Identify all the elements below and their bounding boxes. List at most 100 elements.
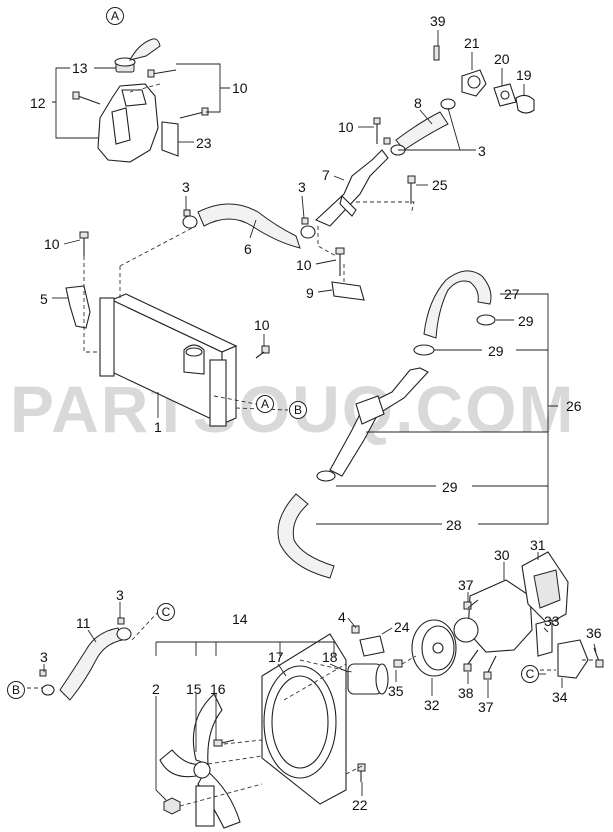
svg-text:A: A <box>261 397 269 411</box>
clamps-3-lower <box>39 617 132 696</box>
pipe-7 <box>315 149 389 227</box>
callout-34: 34 <box>552 689 568 705</box>
callout-7: 7 <box>322 167 330 183</box>
callout-26: 26 <box>566 398 582 414</box>
connector-B-mid: B <box>289 401 307 419</box>
callout-12: 12 <box>30 95 46 111</box>
hose-8 <box>395 111 449 151</box>
callout-17: 17 <box>268 649 284 665</box>
callout-22: 22 <box>352 797 368 813</box>
callout-37: 37 <box>478 699 494 715</box>
tank-bolts <box>72 69 209 119</box>
leader-lines <box>43 30 597 801</box>
callout-24: 24 <box>394 619 410 635</box>
callout-10: 10 <box>338 119 354 135</box>
callout-18: 18 <box>322 649 338 665</box>
svg-text:B: B <box>294 403 302 417</box>
callout-6: 6 <box>244 241 252 257</box>
callout-10: 10 <box>232 80 248 96</box>
fan-blade <box>159 693 241 829</box>
callout-11: 11 <box>76 615 91 631</box>
callout-19: 19 <box>516 67 532 83</box>
callout-16: 16 <box>210 681 226 697</box>
tank-bracket <box>161 121 179 157</box>
callout-10: 10 <box>44 236 60 252</box>
connector-C-left: C <box>157 603 175 621</box>
bolt-35 <box>393 659 403 668</box>
callout-14: 14 <box>232 611 248 627</box>
housing-34 <box>535 619 589 679</box>
connector-A-mid: A <box>256 395 274 413</box>
svg-text:B: B <box>12 683 20 697</box>
nut-2 <box>163 797 181 815</box>
pipe-26-assembly <box>329 367 429 477</box>
connector-C-right: C <box>521 665 539 683</box>
connector-B-bottom: B <box>7 681 25 699</box>
callout-4: 4 <box>338 609 346 625</box>
callout-23: 23 <box>196 135 212 151</box>
callout-35: 35 <box>388 683 404 699</box>
callout-31: 31 <box>530 537 546 553</box>
callout-3: 3 <box>298 179 306 195</box>
bolt-10-radiator <box>255 345 270 359</box>
bracket-5 <box>65 285 91 329</box>
callout-39: 39 <box>430 13 446 29</box>
callout-3: 3 <box>40 649 48 665</box>
bracket-24 <box>351 625 385 657</box>
fan-motor <box>347 663 389 695</box>
hose-28 <box>277 493 335 579</box>
callout-29: 29 <box>518 313 534 329</box>
hose-11 <box>59 627 123 701</box>
callout-3: 3 <box>182 179 190 195</box>
callout-8: 8 <box>414 95 422 111</box>
callout-30: 30 <box>494 547 510 563</box>
callout-37: 37 <box>458 577 474 593</box>
callout-13: 13 <box>72 60 88 76</box>
hose-6 <box>197 203 301 249</box>
water-pump <box>453 551 569 653</box>
callout-3: 3 <box>116 587 124 603</box>
callout-32: 32 <box>424 697 440 713</box>
callout-38: 38 <box>458 685 474 701</box>
svg-text:C: C <box>162 605 171 619</box>
callout-29: 29 <box>442 479 458 495</box>
clamps-29 <box>316 314 496 482</box>
callout-21: 21 <box>464 35 480 51</box>
callout-29: 29 <box>488 343 504 359</box>
callout-25: 25 <box>432 177 448 193</box>
reservoir-tank <box>97 38 161 163</box>
clamps-3-hose6 <box>182 209 316 239</box>
bolt-16 <box>213 739 235 747</box>
callout-28: 28 <box>446 517 462 533</box>
callout-15: 15 <box>186 681 202 697</box>
callout-20: 20 <box>494 51 510 67</box>
callout-27: 27 <box>504 286 520 302</box>
bolt-10-upper <box>373 117 381 144</box>
callout-10: 10 <box>254 317 270 333</box>
callout-3: 3 <box>478 143 486 159</box>
callout-1: 1 <box>154 419 162 435</box>
fan-shroud <box>261 633 347 805</box>
radiator <box>99 293 238 427</box>
bolt-22 <box>357 763 366 782</box>
callout-2: 2 <box>152 681 160 697</box>
thermostat-cluster <box>433 45 535 114</box>
callout-10: 10 <box>296 257 312 273</box>
callout-36: 36 <box>586 625 602 641</box>
hose-27 <box>423 270 492 339</box>
bolt-25 <box>407 175 416 204</box>
callout-33: 33 <box>544 613 560 629</box>
bolts-37-38 <box>463 599 497 680</box>
svg-text:C: C <box>526 667 535 681</box>
connector-A-top: A <box>106 7 124 25</box>
svg-text:A: A <box>111 9 119 23</box>
pulley-32 <box>411 619 457 677</box>
bolt-10-left <box>79 231 89 256</box>
bolt-36 <box>593 647 604 668</box>
bolt-10-mid <box>335 247 345 276</box>
callout-labels: 39 21 20 19 13 10 12 23 8 10 3 7 25 3 3 … <box>30 13 602 813</box>
callout-5: 5 <box>40 291 48 307</box>
callout-9: 9 <box>306 285 314 301</box>
bracket-9 <box>331 281 365 301</box>
